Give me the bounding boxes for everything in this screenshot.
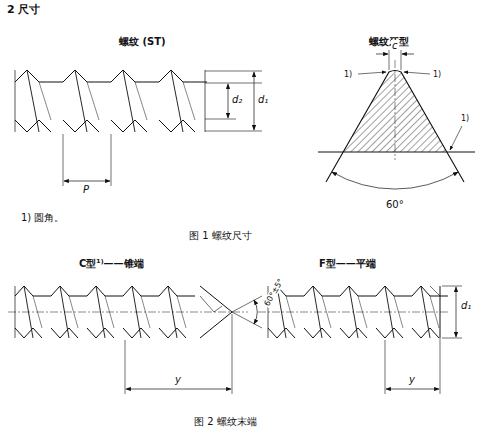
thread-stroke [39,82,51,120]
figure-label: F型——平端 [318,258,377,270]
thread-stroke [159,70,171,82]
thread-stroke [394,296,412,297]
thread-stroke [39,82,63,83]
thread-stroke [111,120,123,132]
thread-stroke [340,286,349,296]
thread-stroke [322,296,340,297]
figure-label: 螺纹牙型 [368,36,410,48]
thread-stroke [268,328,277,338]
thread-stroke [430,286,440,296]
figure-caption: 图 1 螺纹尺寸 [188,230,253,242]
thread-stroke [430,328,439,338]
figure-label: 螺纹 (ST) [118,36,167,48]
thread-stroke [123,328,132,338]
thread-stroke [358,328,367,338]
section-heading: 2 尺寸 [6,4,41,17]
thread-stroke [15,286,24,296]
thread-stroke [123,286,132,296]
thread-stroke [171,70,183,132]
thread-stroke [15,70,16,132]
thread-stroke [412,328,421,338]
thread-stroke [135,82,147,120]
thread-stroke [75,70,87,132]
dimension-symbol: y [408,374,416,386]
thread-stroke [183,82,207,83]
thread-stroke [304,328,313,338]
thread-stroke [159,286,168,296]
thread-stroke [69,296,87,297]
thread-stroke [141,296,159,297]
dimension-symbol: d₂ [231,94,243,106]
thread-stroke [340,328,349,338]
thread-stroke [286,328,295,338]
thread-stroke [15,120,27,132]
thread-stroke [358,296,376,297]
thread-stroke [123,70,135,132]
thread-stroke [205,70,206,132]
callout-number: 1) [460,114,470,123]
thread-stroke [159,328,168,338]
thread-stroke [111,70,123,82]
thread-stroke [376,328,385,338]
dimension-symbol: P [82,184,90,196]
thread-stroke [135,120,147,132]
thread-stroke [214,306,222,312]
thread-stroke [87,82,111,83]
thread-stroke [430,296,448,297]
callout-number: 1) [432,70,442,79]
thread-stroke [33,296,51,297]
thread-stroke [33,328,42,338]
thread-stroke [87,328,96,338]
thread-stroke [200,286,232,312]
thread-stroke [200,296,214,312]
thread-stroke [135,82,159,83]
dimension-symbol: d₁ [460,300,472,312]
thread-stroke [51,328,60,338]
thread-stroke [322,328,331,338]
thread-stroke [304,286,313,296]
figure-caption: 图 2 螺纹末端 [193,416,258,428]
thread-stroke [412,286,421,296]
thread-stroke [177,296,195,297]
thread-stroke [183,120,195,132]
thread-stroke [63,70,75,82]
thread-stroke [105,328,114,338]
thread-stroke [105,296,123,297]
thread-stroke [27,70,39,132]
dimension-symbol: c [391,40,399,52]
thread-stroke [87,286,96,296]
footnote: 1) 圆角。 [20,212,65,224]
thread-stroke [376,286,385,296]
thread-stroke [183,82,195,120]
dimension-symbol: d₁ [257,94,269,106]
figure-label: C型¹⁾——锥端 [78,258,145,270]
thread-stroke [63,120,75,132]
thread-stroke [141,328,150,338]
thread-stroke [159,120,171,132]
thread-stroke [51,286,60,296]
dimension-symbol: y [174,374,182,386]
angle-label: 60° [385,199,405,211]
thread-stroke [15,328,24,338]
thread-stroke [87,120,99,132]
callout-number: 1) [343,70,353,79]
thread-stroke [87,82,99,120]
thread-stroke [177,328,186,338]
thread-stroke [200,312,232,338]
thread-stroke [69,328,78,338]
thread-stroke [15,70,27,82]
thread-stroke [39,120,51,132]
thread-stroke [286,296,304,297]
thread-stroke [394,328,403,338]
